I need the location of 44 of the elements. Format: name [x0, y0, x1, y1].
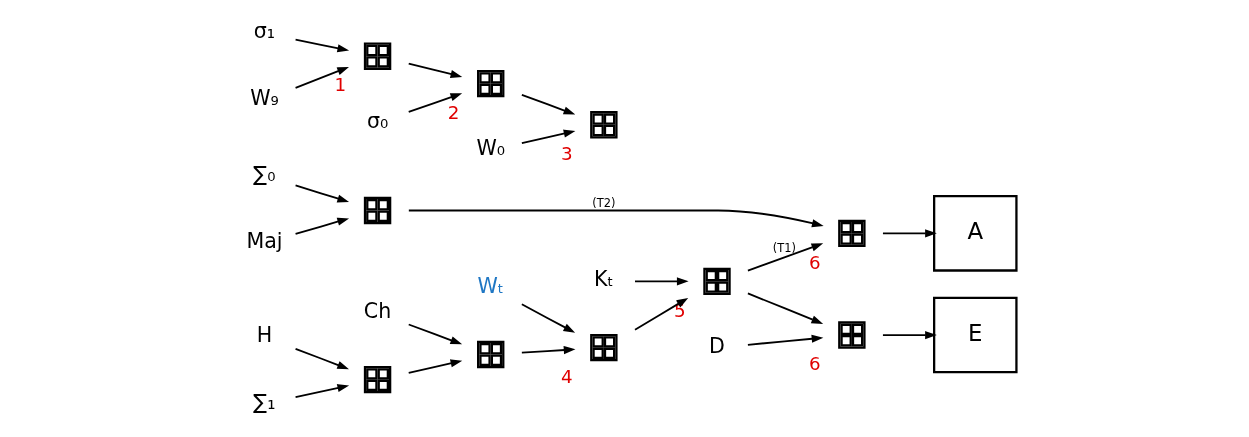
- arrow: [881, 229, 937, 238]
- node-box: E: [932, 296, 1018, 374]
- arrow: [633, 297, 688, 331]
- node-box: A: [932, 195, 1018, 272]
- arrow: [294, 347, 349, 370]
- arrow: [746, 292, 823, 324]
- node-label: 6: [808, 353, 821, 375]
- arrow: [520, 345, 575, 355]
- arrow: [633, 277, 689, 286]
- node-label: 6: [808, 251, 821, 273]
- node-label: 4: [560, 365, 573, 387]
- arrow: [294, 217, 349, 235]
- node-text: σ₁: [253, 19, 275, 44]
- node-text: Wₜ: [477, 274, 504, 299]
- arrow: [407, 323, 462, 345]
- node-text: W₉: [249, 85, 279, 110]
- node-text: ∑₀: [252, 162, 275, 187]
- node-text: W₀: [475, 135, 505, 160]
- arrow: [407, 62, 462, 79]
- node-text: D: [708, 333, 725, 358]
- arrow: [520, 129, 575, 145]
- arrow: [407, 93, 462, 113]
- node-label: 2: [447, 101, 459, 123]
- arrow: [407, 359, 462, 374]
- arrow: [294, 384, 349, 399]
- node-text: Maj: [245, 228, 282, 253]
- node-text: ∑₁: [252, 389, 275, 414]
- arrow: [881, 331, 937, 340]
- arrow: [746, 334, 823, 346]
- edge-label: (T2): [591, 196, 615, 211]
- node-text: H: [256, 323, 272, 348]
- arrow: [407, 209, 824, 228]
- arrow: [520, 93, 575, 115]
- arrow: [294, 184, 349, 203]
- node-label: 1: [334, 74, 346, 96]
- node-text: Kₜ: [593, 267, 614, 292]
- node-text: σ₀: [366, 108, 388, 133]
- arrow: [746, 243, 823, 272]
- node-label: 3: [560, 142, 573, 164]
- node-text: Ch: [363, 299, 391, 324]
- arrow: [294, 66, 349, 89]
- arrow: [294, 38, 349, 53]
- arrow: [520, 303, 575, 333]
- edge-label: (T1): [772, 240, 796, 255]
